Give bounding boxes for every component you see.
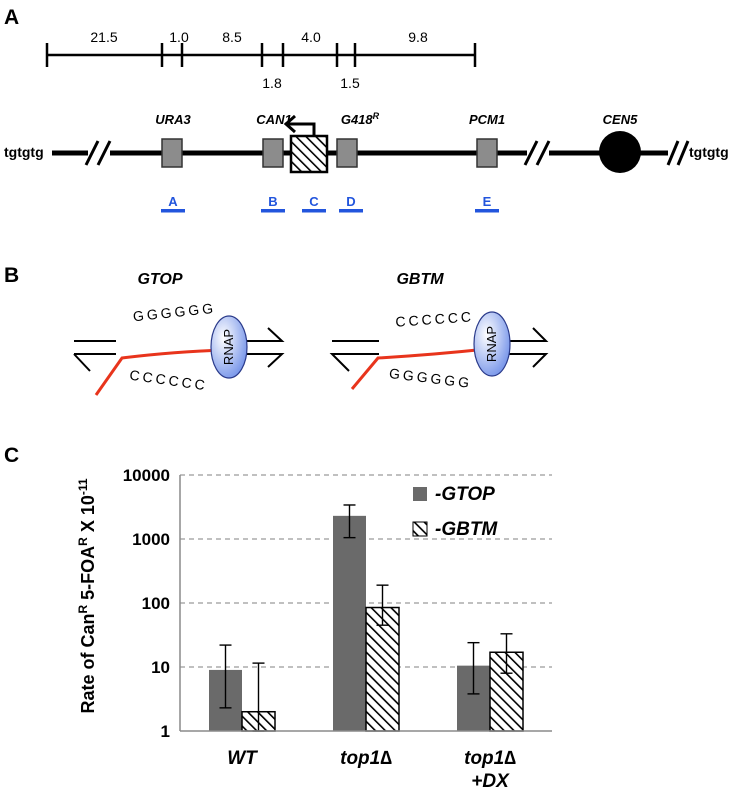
legend-swatch-gbtm — [412, 521, 428, 537]
y-axis-label-text: 5-FOA — [78, 546, 98, 605]
chart-bars — [209, 504, 524, 732]
x-tick-label: top1∆ — [340, 748, 392, 769]
y-tick-labels: 1 10 100 1000 10000 — [123, 466, 170, 741]
probe-bar — [302, 209, 326, 213]
y-axis-label-text: X 10 — [78, 495, 98, 537]
probes: A B C D E — [161, 194, 499, 213]
probe-label: C — [309, 194, 319, 209]
break-mark — [84, 140, 112, 166]
gene-label-cen5: CEN5 — [603, 112, 638, 127]
chart-axes — [179, 475, 552, 732]
probe-label: A — [168, 194, 178, 209]
rnap-label: RNAP — [221, 329, 236, 365]
y-axis-label-sup: R — [76, 605, 90, 614]
gene-label-pcm1: PCM1 — [469, 112, 505, 127]
bar — [365, 606, 400, 732]
distance-label: 1.0 — [169, 29, 189, 45]
gbtm-title: GBTM — [396, 271, 444, 288]
rna-strand — [350, 347, 488, 390]
panel-b: B GTOP GGGGGG CCCCCC RNAP GBTM — [4, 264, 549, 396]
telomere-right: tgtgtg — [689, 144, 729, 160]
centromere — [599, 131, 641, 173]
probe-bar — [161, 209, 185, 213]
break-mark — [523, 140, 551, 166]
gtop-title: GTOP — [137, 271, 182, 288]
distance-label: 8.5 — [222, 29, 242, 45]
distance-label: 1.8 — [262, 75, 282, 91]
probe-label: E — [483, 194, 492, 209]
y-tick-label: 10 — [151, 658, 170, 677]
distance-label: 4.0 — [301, 29, 321, 45]
probe-label: B — [268, 194, 277, 209]
y-tick-label: 10000 — [123, 466, 170, 485]
panel-label-c: C — [4, 444, 19, 467]
legend-label-gbtm: -GBTM — [435, 519, 498, 540]
probe-label: D — [346, 194, 355, 209]
probe-bar — [475, 209, 499, 213]
distance-label: 21.5 — [90, 29, 117, 45]
distance-label: 1.5 — [340, 75, 360, 91]
x-tick-label: WT — [227, 748, 258, 769]
gbtm-model: GBTM CCCCCC GGGGGG RNAP — [329, 271, 549, 391]
gene-box-can1 — [262, 138, 284, 168]
gtop-model: GTOP GGGGGG CCCCCC RNAP — [73, 271, 285, 396]
y-axis-label: Rate of CanR 5-FOAR X 10-11 — [76, 478, 98, 713]
legend-swatch-gtop — [413, 487, 427, 501]
probe-bar — [261, 209, 285, 213]
bar — [333, 515, 366, 731]
rnap — [473, 311, 511, 377]
break-mark — [666, 140, 690, 166]
top-strand-bases: GGGGGG — [132, 300, 217, 325]
gene-name-g418: G418 — [341, 112, 374, 127]
gene-box-ura3 — [161, 138, 183, 168]
y-axis-label-sup: R — [76, 537, 90, 546]
distance-scale — [45, 43, 477, 67]
y-tick-label: 1 — [161, 722, 170, 741]
chromosome: tgtgtg tgtgtg URA3 CAN1 G418R PCM1 C — [4, 111, 729, 174]
distance-label: 9.8 — [408, 29, 428, 45]
y-tick-label: 100 — [142, 594, 170, 613]
legend: -GTOP -GBTM — [412, 484, 498, 540]
panel-label-b: B — [4, 264, 19, 287]
g418-superscript: R — [373, 111, 380, 121]
bottom-strand-bases: GGGGGG — [388, 365, 473, 391]
insert-box — [289, 134, 329, 174]
rnap — [210, 315, 248, 379]
legend-label-gtop: -GTOP — [435, 484, 495, 505]
gene-box-g418 — [336, 138, 358, 168]
panel-c: C 1 10 100 1000 10000 WT top1∆ top1∆+DX Rate o… — [4, 444, 552, 792]
top-strand-bases: CCCCCC — [395, 308, 475, 329]
gene-label-ura3: URA3 — [155, 112, 191, 127]
bottom-strand-bases: CCCCCC — [129, 367, 209, 394]
telomere-left: tgtgtg — [4, 144, 44, 160]
gene-label-can1: CAN1 — [256, 112, 291, 127]
gene-label-g418: G418R — [341, 111, 380, 127]
gene-box-pcm1 — [476, 138, 498, 168]
x-tick-label: top1∆+DX — [464, 748, 516, 792]
panel-label-a: A — [4, 6, 19, 29]
y-axis-label-sup: -11 — [76, 478, 90, 495]
probe-bar — [339, 209, 363, 213]
x-tick-labels: WT top1∆ top1∆+DX — [227, 748, 516, 792]
y-tick-label: 1000 — [132, 530, 170, 549]
transcription-arrow-icon — [283, 114, 316, 136]
y-axis-label-text: Rate of Can — [78, 614, 98, 714]
rnap-label: RNAP — [484, 326, 499, 362]
panel-a: A 21.5 1.0 8.5 4.0 9.8 1.8 1.5 — [4, 6, 729, 213]
